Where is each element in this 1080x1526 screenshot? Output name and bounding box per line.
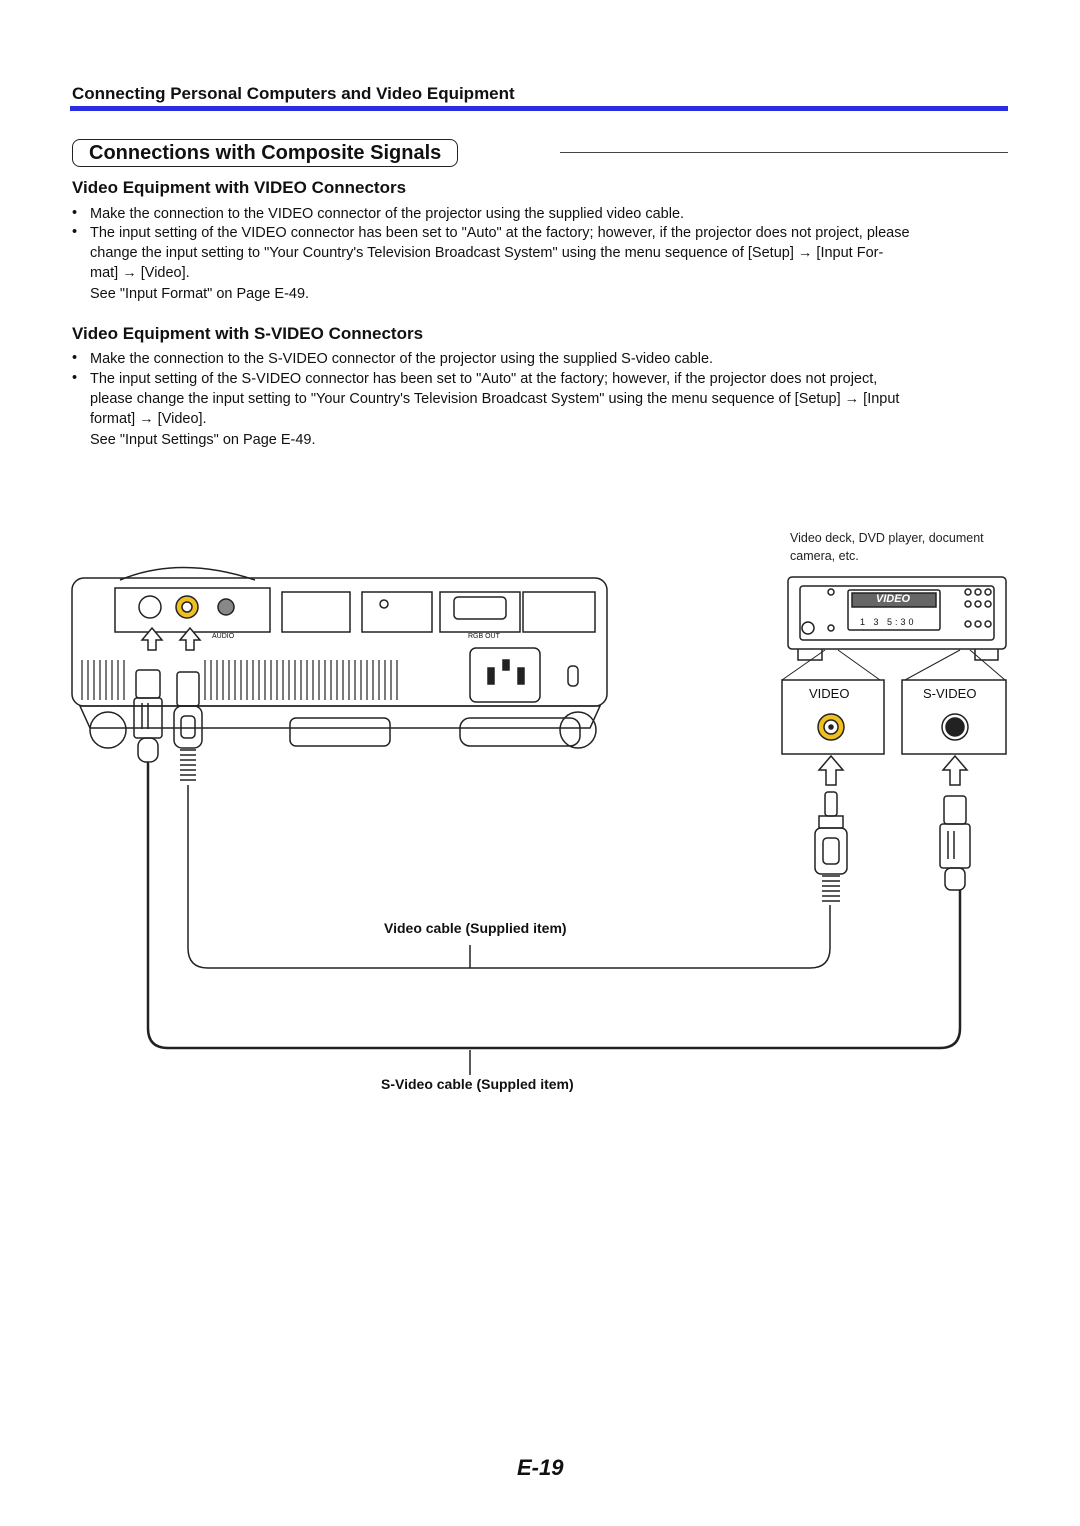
- svideo-cable-label: S-Video cable (Suppled item): [381, 1076, 574, 1092]
- svideo-plug-device: [939, 795, 971, 891]
- section-title-rule: [560, 152, 1008, 153]
- video-cable: [187, 785, 831, 969]
- bullet-icon: •: [72, 370, 78, 386]
- bullet-icon: •: [72, 350, 78, 366]
- device-display: 1 3 5:30: [860, 617, 917, 627]
- arrow-up-icon: [178, 626, 202, 651]
- video-bullet-2-line-3: mat] → [Video].: [90, 265, 190, 281]
- svideo-bullet-2-line-3: format] → [Video].: [90, 411, 207, 427]
- svideo-jack-icon: [941, 713, 969, 741]
- bullet-icon: •: [72, 224, 78, 240]
- header-rule: [70, 106, 1008, 111]
- video-port-panel: [781, 679, 885, 755]
- device-caption-line-1: Video deck, DVD player, document: [790, 531, 984, 545]
- svideo-bullet-2-line-1: The input setting of the S-VIDEO connect…: [90, 371, 878, 387]
- video-deck-illustration: [787, 576, 1007, 661]
- running-header: Connecting Personal Computers and Video …: [72, 84, 515, 103]
- page-number: E-19: [517, 1455, 564, 1480]
- projector-audio-label: AUDIO: [212, 633, 235, 640]
- video-cable-label: Video cable (Supplied item): [384, 920, 567, 936]
- device-caption-line-2: camera, etc.: [790, 549, 859, 563]
- svideo-plug-projector: [133, 669, 163, 763]
- video-bullet-2-line-2: change the input setting to "Your Countr…: [90, 245, 884, 261]
- svideo-bullet-1: Make the connection to the S-VIDEO conne…: [90, 351, 714, 367]
- video-subheading: Video Equipment with VIDEO Connectors: [72, 178, 407, 197]
- video-bullet-2-line-1: The input setting of the VIDEO connector…: [90, 225, 910, 241]
- svideo-bullet-2-line-2: please change the input setting to "Your…: [90, 391, 900, 407]
- svideo-cable: [146, 762, 962, 1050]
- video-see-reference: See "Input Format" on Page E-49.: [90, 286, 310, 302]
- arrow-up-icon: [140, 626, 164, 651]
- svideo-port-label: S-VIDEO: [923, 686, 977, 701]
- section-title: Connections with Composite Signals: [72, 139, 459, 167]
- projector-illustration: [71, 566, 608, 749]
- arrow-up-icon: [817, 754, 845, 786]
- video-bullet-1: Make the connection to the VIDEO connect…: [90, 206, 685, 222]
- video-port-label: VIDEO: [809, 686, 850, 701]
- video-plug-device: [814, 791, 848, 902]
- svideo-subheading: Video Equipment with S-VIDEO Connectors: [72, 324, 424, 343]
- projector-rgbout-label: RGB OUT: [468, 633, 500, 640]
- projector-vent-grille: [81, 660, 398, 700]
- arrow-up-icon: [941, 754, 969, 786]
- svideo-port-panel: [901, 679, 1007, 755]
- video-plug-projector: [173, 671, 203, 781]
- bullet-icon: •: [72, 205, 78, 221]
- device-logo: VIDEO: [875, 593, 911, 605]
- svideo-see-reference: See "Input Settings" on Page E-49.: [90, 432, 316, 448]
